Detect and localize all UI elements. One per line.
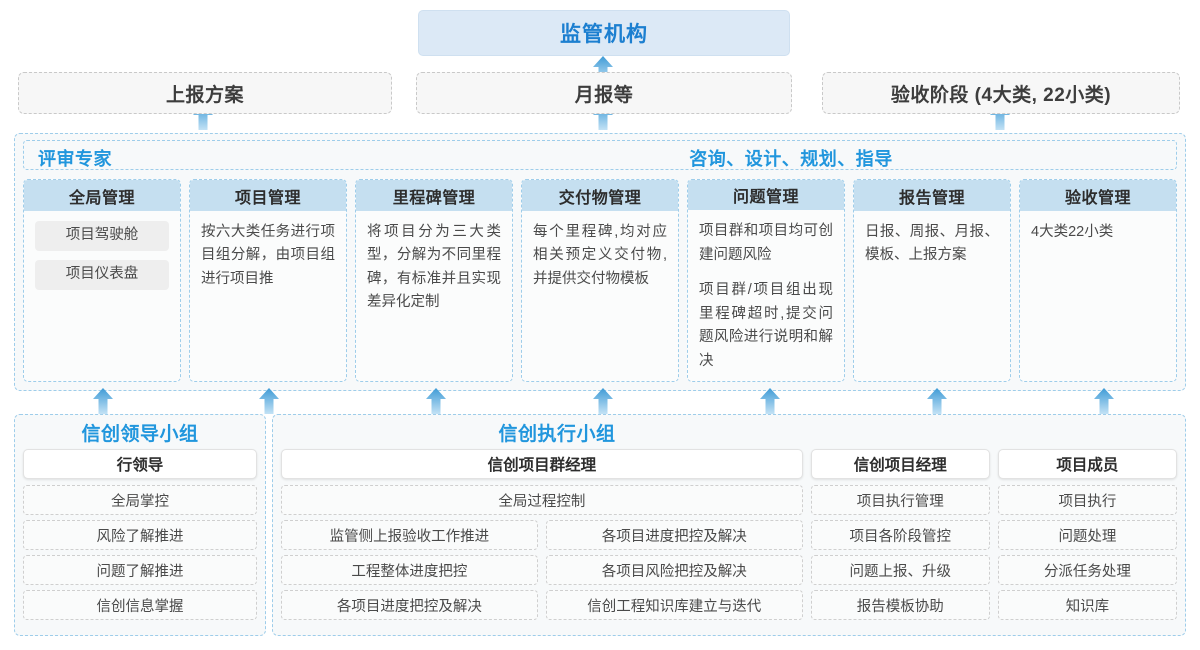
task-item[interactable]: 全局掌控 — [23, 485, 257, 515]
execution-group-panel: 信创执行小组 信创项目群经理 全局过程控制 监管侧上报验收工作推进 工程整体进度… — [272, 414, 1186, 636]
column-title: 项目管理 — [190, 180, 346, 211]
task-item[interactable]: 风险了解推进 — [23, 520, 257, 550]
leadership-task-list: 全局掌控 风险了解推进 问题了解推进 信创信息掌握 — [23, 485, 257, 620]
project-manager-column: 信创项目经理 项目执行管理 项目各阶段管控 问题上报、升级 报告模板协助 — [810, 449, 990, 620]
project-member-task-list: 项目执行 问题处理 分派任务处理 知识库 — [997, 485, 1178, 620]
arrow-up-icon — [92, 388, 114, 414]
task-item[interactable]: 监管侧上报验收工作推进 — [281, 520, 538, 550]
column-global-management[interactable]: 全局管理 项目驾驶舱 项目仪表盘 — [23, 179, 181, 382]
column-paragraph: 日报、周报、月报、模板、上报方案 — [865, 224, 999, 264]
column-paragraph: 按六大类任务进行项目组分解，由项目组进行项目推 — [201, 224, 335, 287]
task-item[interactable]: 问题了解推进 — [23, 555, 257, 585]
program-manager-subtasks-right: 各项目进度把控及解决 各项目风险把控及解决 信创工程知识库建立与迭代 — [545, 520, 803, 620]
consulting-label: 咨询、设计、规划、指导 — [689, 149, 893, 169]
column-acceptance-management[interactable]: 验收管理 4大类22小类 — [1019, 179, 1177, 382]
program-manager-subtasks-left: 监管侧上报验收工作推进 工程整体进度把控 各项目进度把控及解决 — [281, 520, 538, 620]
column-body: 4大类22小类 — [1020, 211, 1176, 381]
column-title: 报告管理 — [854, 180, 1010, 211]
top-box-acceptance-stage: 验收阶段 (4大类, 22小类) — [822, 72, 1180, 114]
arrow-up-icon — [759, 388, 781, 414]
column-report-management[interactable]: 报告管理 日报、周报、月报、模板、上报方案 — [853, 179, 1011, 382]
review-expert-label: 评审专家 — [38, 149, 112, 169]
task-item[interactable]: 信创信息掌握 — [23, 590, 257, 620]
task-item[interactable]: 项目各阶段管控 — [810, 520, 990, 550]
task-item[interactable]: 问题处理 — [997, 520, 1178, 550]
arrow-up-icon — [926, 388, 948, 414]
execution-role-columns: 信创项目群经理 全局过程控制 监管侧上报验收工作推进 工程整体进度把控 各项目进… — [281, 449, 1178, 620]
arrow-up-icon — [592, 56, 614, 82]
column-paragraph: 项目群/项目组出现里程碑超时,提交问题风险进行说明和解决 — [699, 282, 833, 369]
task-item[interactable]: 分派任务处理 — [997, 555, 1178, 585]
task-item[interactable]: 各项目风险把控及解决 — [545, 555, 803, 585]
role-bank-leader[interactable]: 行领导 — [23, 449, 257, 479]
column-title: 验收管理 — [1020, 180, 1176, 211]
chip-item[interactable]: 项目驾驶舱 — [35, 221, 169, 251]
column-deliverable-management[interactable]: 交付物管理 每个里程碑,均对应相关预定义交付物,并提供交付物模板 — [521, 179, 679, 382]
column-title: 交付物管理 — [522, 180, 678, 211]
task-item[interactable]: 各项目进度把控及解决 — [545, 520, 803, 550]
program-manager-task-list: 全局过程控制 — [281, 485, 803, 515]
role-project-manager[interactable]: 信创项目经理 — [810, 449, 990, 479]
program-manager-subtasks: 监管侧上报验收工作推进 工程整体进度把控 各项目进度把控及解决 各项目进度把控及… — [281, 520, 803, 620]
column-body: 将项目分为三大类型，分解为不同里程碑，有标准并且实现差异化定制 — [356, 211, 512, 381]
task-item[interactable]: 各项目进度把控及解决 — [281, 590, 538, 620]
column-issue-management[interactable]: 问题管理 项目群和项目均可创建问题风险 项目群/项目组出现里程碑超时,提交问题风… — [687, 179, 845, 382]
arrow-up-icon — [1093, 388, 1115, 414]
column-title: 问题管理 — [688, 180, 844, 211]
column-title: 里程碑管理 — [356, 180, 512, 211]
management-panel: 评审专家 咨询、设计、规划、指导 全局管理 项目驾驶舱 项目仪表盘 项目管理 按… — [14, 133, 1186, 391]
role-program-manager[interactable]: 信创项目群经理 — [281, 449, 803, 479]
project-manager-task-list: 项目执行管理 项目各阶段管控 问题上报、升级 报告模板协助 — [810, 485, 990, 620]
column-project-management[interactable]: 项目管理 按六大类任务进行项目组分解，由项目组进行项目推 — [189, 179, 347, 382]
leadership-group-title: 信创领导小组 — [81, 424, 199, 445]
column-body: 每个里程碑,均对应相关预定义交付物,并提供交付物模板 — [522, 211, 678, 381]
chip-item[interactable]: 项目仪表盘 — [35, 260, 169, 290]
column-body: 项目驾驶舱 项目仪表盘 — [24, 211, 180, 381]
column-title: 全局管理 — [24, 180, 180, 211]
column-paragraph: 4大类22小类 — [1031, 224, 1114, 240]
column-paragraph: 项目群和项目均可创建问题风险 — [699, 223, 833, 263]
task-item[interactable]: 工程整体进度把控 — [281, 555, 538, 585]
project-member-column: 项目成员 项目执行 问题处理 分派任务处理 知识库 — [997, 449, 1178, 620]
task-item[interactable]: 信创工程知识库建立与迭代 — [545, 590, 803, 620]
column-body: 日报、周报、月报、模板、上报方案 — [854, 211, 1010, 381]
program-manager-column: 信创项目群经理 全局过程控制 监管侧上报验收工作推进 工程整体进度把控 各项目进… — [281, 449, 803, 620]
arrow-up-icon — [592, 388, 614, 414]
column-body: 按六大类任务进行项目组分解，由项目组进行项目推 — [190, 211, 346, 381]
top-box-report-plan: 上报方案 — [18, 72, 392, 114]
role-project-member[interactable]: 项目成员 — [997, 449, 1178, 479]
task-item[interactable]: 问题上报、升级 — [810, 555, 990, 585]
task-item[interactable]: 全局过程控制 — [281, 485, 803, 515]
arrow-up-icon — [425, 388, 447, 414]
task-item[interactable]: 项目执行管理 — [810, 485, 990, 515]
column-paragraph: 每个里程碑,均对应相关预定义交付物,并提供交付物模板 — [533, 224, 667, 287]
arrow-up-icon — [258, 388, 280, 414]
column-body: 项目群和项目均可创建问题风险 项目群/项目组出现里程碑超时,提交问题风险进行说明… — [688, 210, 844, 381]
task-item[interactable]: 知识库 — [997, 590, 1178, 620]
leadership-group-panel: 信创领导小组 行领导 全局掌控 风险了解推进 问题了解推进 信创信息掌握 — [14, 414, 266, 636]
execution-group-title: 信创执行小组 — [498, 424, 616, 445]
top-box-monthly-report: 月报等 — [416, 72, 792, 114]
regulator-box: 监管机构 — [418, 10, 790, 56]
column-milestone-management[interactable]: 里程碑管理 将项目分为三大类型，分解为不同里程碑，有标准并且实现差异化定制 — [355, 179, 513, 382]
task-item[interactable]: 报告模板协助 — [810, 590, 990, 620]
column-paragraph: 将项目分为三大类型，分解为不同里程碑，有标准并且实现差异化定制 — [367, 224, 501, 311]
management-panel-header: 评审专家 咨询、设计、规划、指导 — [23, 140, 1177, 170]
management-columns: 全局管理 项目驾驶舱 项目仪表盘 项目管理 按六大类任务进行项目组分解，由项目组… — [23, 179, 1177, 382]
task-item[interactable]: 项目执行 — [997, 485, 1178, 515]
